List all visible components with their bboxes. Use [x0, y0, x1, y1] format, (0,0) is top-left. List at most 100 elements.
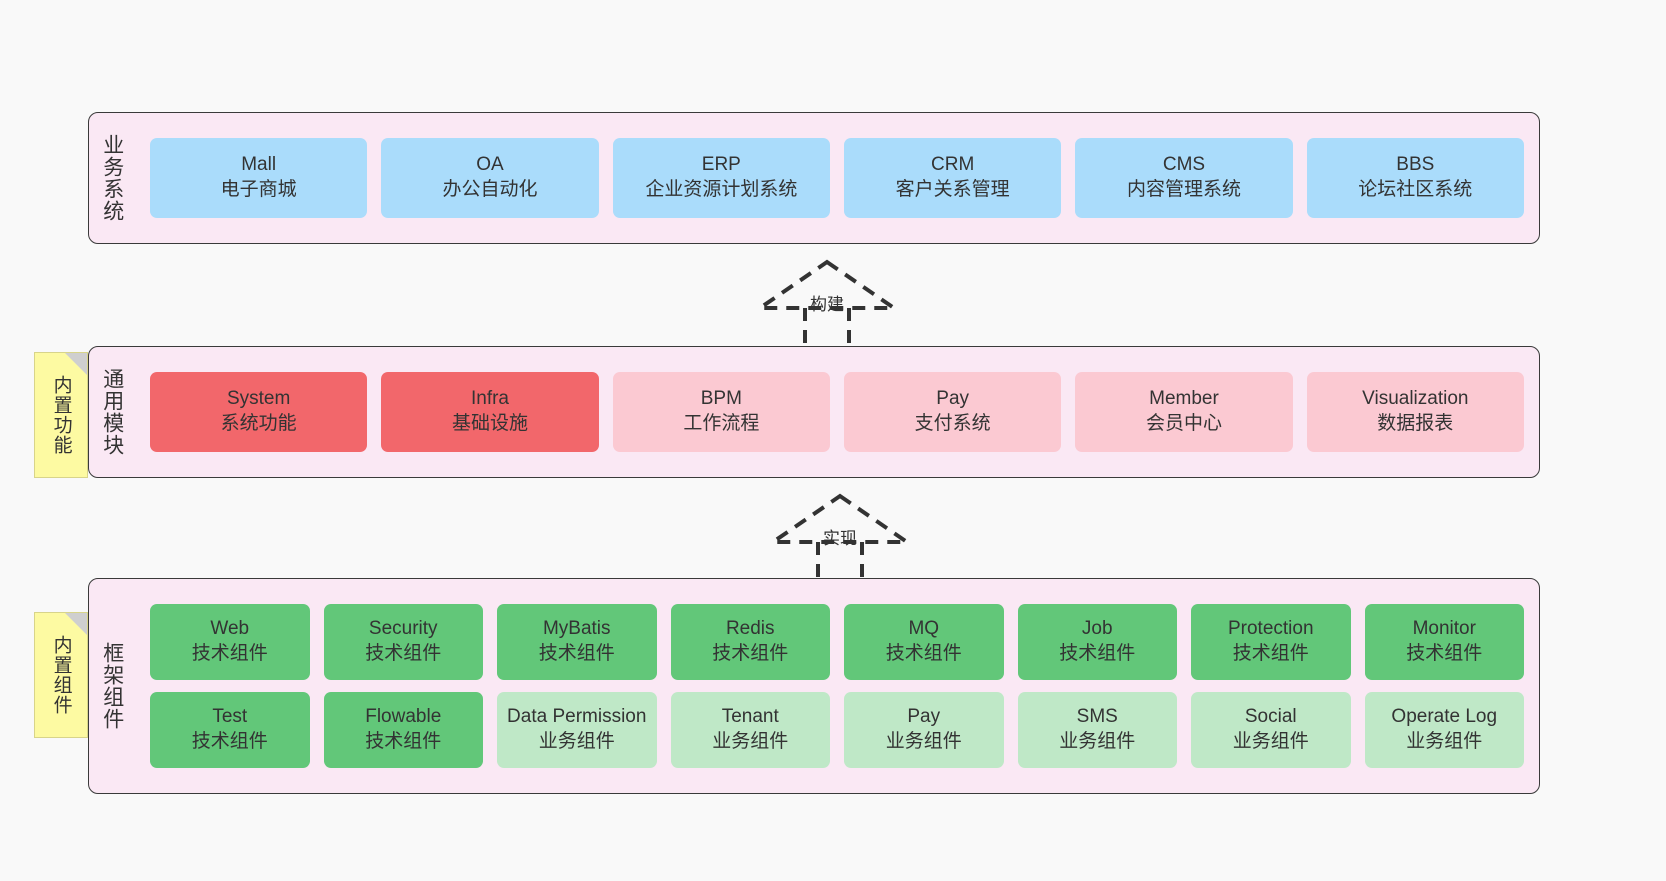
box-operate-log-en: Operate Log: [1391, 706, 1498, 728]
box-tenant-cn: 业务组件: [712, 731, 789, 752]
framework-row-2: Test 技术组件 Flowable 技术组件 Data Permission …: [143, 692, 1531, 768]
box-bbs[interactable]: BBS 论坛社区系统: [1306, 138, 1524, 218]
layer-business-boxes: Mall 电子商城 OA 办公自动化 ERP 企业资源计划系统 CRM 客户关系…: [135, 113, 1539, 243]
box-protection-en: Protection: [1227, 618, 1314, 640]
box-mybatis-cn: 技术组件: [538, 643, 615, 664]
box-infra[interactable]: Infra 基础设施: [381, 372, 599, 452]
box-pay-component[interactable]: Pay 业务组件: [844, 692, 1004, 768]
box-redis-cn: 技术组件: [712, 643, 789, 664]
box-mybatis[interactable]: MyBatis 技术组件: [497, 604, 657, 680]
box-social-cn: 业务组件: [1232, 731, 1309, 752]
box-sms-en: SMS: [1076, 706, 1118, 728]
layer-framework-components[interactable]: 框架组件 Web 技术组件 Security 技术组件 MyBatis 技术组件…: [88, 578, 1540, 794]
box-social-en: Social: [1244, 706, 1297, 728]
box-crm-cn: 客户关系管理: [895, 179, 1010, 200]
box-web-cn: 技术组件: [191, 643, 268, 664]
box-erp-cn: 企业资源计划系统: [645, 179, 798, 200]
box-mq-en: MQ: [908, 618, 940, 640]
box-bpm-en: BPM: [700, 388, 742, 410]
box-crm-en: CRM: [931, 154, 975, 176]
box-infra-en: Infra: [470, 388, 509, 410]
box-mall-en: Mall: [241, 154, 277, 176]
box-visualization-cn: 数据报表: [1377, 413, 1454, 434]
box-tenant-en: Tenant: [721, 706, 779, 728]
box-redis-en: Redis: [725, 618, 775, 640]
box-infra-cn: 基础设施: [451, 413, 528, 434]
box-oa[interactable]: OA 办公自动化: [381, 138, 599, 218]
box-job-cn: 技术组件: [1059, 643, 1136, 664]
box-security-en: Security: [368, 618, 438, 640]
box-protection[interactable]: Protection 技术组件: [1191, 604, 1351, 680]
box-job-en: Job: [1081, 618, 1113, 640]
box-job[interactable]: Job 技术组件: [1017, 604, 1177, 680]
box-test-cn: 技术组件: [191, 731, 268, 752]
box-cms-en: CMS: [1162, 154, 1206, 176]
connector-build-arrow: [753, 259, 901, 344]
box-test[interactable]: Test 技术组件: [150, 692, 310, 768]
box-bbs-cn: 论坛社区系统: [1358, 179, 1473, 200]
box-web-en: Web: [210, 618, 250, 640]
box-tenant[interactable]: Tenant 业务组件: [670, 692, 830, 768]
box-security-cn: 技术组件: [365, 643, 442, 664]
box-member[interactable]: Member 会员中心: [1075, 372, 1293, 452]
box-cms-cn: 内容管理系统: [1126, 179, 1241, 200]
box-web[interactable]: Web 技术组件: [150, 604, 310, 680]
note-builtin-features[interactable]: 内置功能: [34, 352, 88, 478]
box-data-permission-en: Data Permission: [507, 706, 647, 728]
box-security[interactable]: Security 技术组件: [323, 604, 483, 680]
box-bpm-cn: 工作流程: [683, 413, 760, 434]
layer-business-system[interactable]: 业务系统 Mall 电子商城 OA 办公自动化 ERP 企业资源计划系统 CRM…: [88, 112, 1540, 244]
box-operate-log-cn: 业务组件: [1406, 731, 1483, 752]
box-sms[interactable]: SMS 业务组件: [1017, 692, 1177, 768]
box-erp[interactable]: ERP 企业资源计划系统: [612, 138, 830, 218]
box-bbs-en: BBS: [1396, 154, 1435, 176]
box-cms[interactable]: CMS 内容管理系统: [1075, 138, 1293, 218]
box-mybatis-en: MyBatis: [542, 618, 611, 640]
note-builtin-components[interactable]: 内置组件: [34, 612, 88, 738]
box-sms-cn: 业务组件: [1059, 731, 1136, 752]
box-pay-module-cn: 支付系统: [914, 413, 991, 434]
box-flowable[interactable]: Flowable 技术组件: [323, 692, 483, 768]
box-pay-module[interactable]: Pay 支付系统: [843, 372, 1062, 452]
box-visualization[interactable]: Visualization 数据报表: [1306, 372, 1524, 452]
box-flowable-cn: 技术组件: [365, 731, 442, 752]
box-system-cn: 系统功能: [220, 413, 297, 434]
box-redis[interactable]: Redis 技术组件: [670, 604, 830, 680]
box-erp-en: ERP: [701, 154, 741, 176]
layer-common-modules[interactable]: 通用模块 System 系统功能 Infra 基础设施 BPM 工作流程 Pay…: [88, 346, 1540, 478]
box-mq[interactable]: MQ 技术组件: [844, 604, 1004, 680]
box-system-en: System: [226, 388, 291, 410]
note-fold-corner-icon: [65, 353, 87, 375]
framework-row-1: Web 技术组件 Security 技术组件 MyBatis 技术组件 Redi…: [143, 604, 1531, 680]
box-monitor[interactable]: Monitor 技术组件: [1364, 604, 1524, 680]
box-member-en: Member: [1149, 388, 1219, 410]
box-mall[interactable]: Mall 电子商城: [150, 138, 368, 218]
box-social[interactable]: Social 业务组件: [1191, 692, 1351, 768]
box-mq-cn: 技术组件: [885, 643, 962, 664]
connector-build-label: 构建: [810, 295, 844, 314]
box-pay-component-cn: 业务组件: [885, 731, 962, 752]
box-pay-component-en: Pay: [907, 706, 941, 728]
layer-framework-label: 框架组件: [100, 642, 124, 730]
box-protection-cn: 技术组件: [1232, 643, 1309, 664]
box-monitor-cn: 技术组件: [1406, 643, 1483, 664]
box-monitor-en: Monitor: [1412, 618, 1476, 640]
connector-implement: 实现: [766, 492, 914, 578]
box-bpm[interactable]: BPM 工作流程: [612, 372, 830, 452]
box-data-permission[interactable]: Data Permission 业务组件: [497, 692, 657, 768]
box-system[interactable]: System 系统功能: [150, 372, 368, 452]
box-crm[interactable]: CRM 客户关系管理: [843, 138, 1062, 218]
connector-implement-label: 实现: [823, 529, 857, 548]
box-member-cn: 会员中心: [1145, 413, 1222, 434]
note-builtin-features-label: 内置功能: [50, 375, 72, 455]
box-visualization-en: Visualization: [1362, 388, 1469, 410]
box-data-permission-cn: 业务组件: [538, 731, 615, 752]
layer-framework-boxes: Web 技术组件 Security 技术组件 MyBatis 技术组件 Redi…: [135, 579, 1539, 793]
layer-business-label: 业务系统: [100, 134, 124, 222]
box-operate-log[interactable]: Operate Log 业务组件: [1364, 692, 1524, 768]
box-mall-cn: 电子商城: [220, 179, 297, 200]
connector-build: 构建: [753, 258, 901, 344]
note-builtin-components-label: 内置组件: [50, 635, 72, 715]
layer-modules-label: 通用模块: [100, 368, 124, 456]
